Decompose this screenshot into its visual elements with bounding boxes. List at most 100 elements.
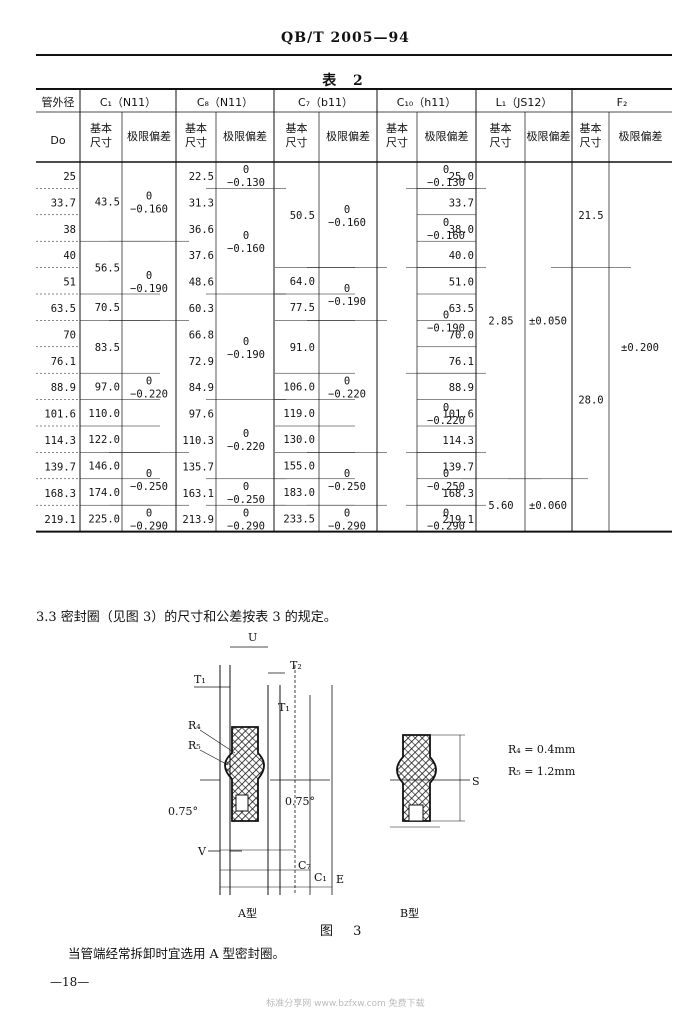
table-grid: 管外径 C₁（N11） C₈（N11） C₇（b11） C₁₀（h11） L₁（JS12）…: [36, 90, 672, 533]
type-b-label: B型: [400, 906, 419, 920]
c10-deviation: 0: [443, 164, 449, 176]
c10-deviation: 0: [443, 402, 449, 414]
c10-basic: 38.0: [449, 224, 474, 236]
c8-deviation: −0.160: [227, 243, 265, 255]
group-header: C₁（N11）: [100, 96, 156, 109]
do-value: 51: [63, 277, 76, 289]
sub-header: 尺寸: [490, 135, 512, 149]
c10-basic: 76.1: [449, 356, 474, 368]
l1-basic: 2.85: [488, 315, 513, 327]
dimension-label: C₁: [314, 871, 327, 884]
figure-caption: 图 3: [320, 924, 370, 939]
c10-basic: 139.7: [442, 461, 474, 473]
dimension-label: R₄: [188, 719, 201, 732]
c1-basic: 146.0: [88, 461, 120, 473]
l1-basic: 5.60: [488, 500, 513, 512]
c1-deviation: 0: [146, 507, 152, 519]
page-number: —18—: [50, 975, 90, 989]
do-value: 101.6: [44, 409, 76, 421]
do-value: 88.9: [51, 382, 76, 394]
dimension-label: E: [336, 873, 344, 886]
c8-basic: 66.8: [189, 329, 214, 341]
c10-deviation: 0: [443, 309, 449, 321]
c7-basic: 183.0: [283, 487, 315, 499]
c10-deviation: −0.130: [427, 177, 465, 189]
dimension-label: T₂: [290, 659, 302, 672]
group-header: F₂: [617, 96, 628, 109]
c1-deviation: 0: [146, 375, 152, 387]
c7-basic: 119.0: [283, 408, 315, 420]
sub-header: 极限偏差: [326, 129, 370, 143]
c8-basic: 31.3: [189, 197, 214, 209]
group-header: C₁₀（h11）: [397, 96, 456, 109]
c10-basic: 168.3: [442, 488, 474, 500]
c10-deviation: 0: [443, 468, 449, 480]
c1-basic: 174.0: [88, 487, 120, 499]
c1-deviation: 0: [146, 191, 152, 203]
group-header: L₁（JS12）: [496, 96, 553, 109]
c10-deviation: −0.290: [427, 520, 465, 532]
c1-basic: 43.5: [95, 197, 120, 209]
sub-header: 基本: [490, 121, 512, 135]
seal-type-a: [194, 646, 333, 895]
c1-deviation: −0.190: [130, 283, 168, 295]
do-value: 70: [63, 329, 76, 341]
c8-basic: 48.6: [189, 277, 214, 289]
dimensions-table: 管外径 C₁（N11） C₈（N11） C₇（b11） C₁₀（h11） L₁（JS12）…: [36, 90, 672, 590]
group-header: C₈（N11）: [197, 96, 253, 109]
sub-header: 尺寸: [386, 135, 408, 149]
c8-basic: 213.9: [182, 514, 214, 526]
group-header: C₇（b11）: [298, 96, 353, 109]
group-header: 管外径: [42, 95, 75, 109]
do-value: 38: [63, 224, 76, 236]
header-rule: [36, 54, 672, 56]
clause-3-3: 3.3 密封圈（见图 3）的尺寸和公差按表 3 的规定。: [36, 610, 337, 625]
c10-basic: 25.0: [449, 171, 474, 183]
c7-deviation: 0: [344, 204, 350, 216]
c10-deviation: 0: [443, 217, 449, 229]
sub-header: 极限偏差: [527, 129, 571, 143]
c7-basic: 130.0: [283, 434, 315, 446]
sub-header: 尺寸: [286, 135, 308, 149]
dimension-label: 0.75°: [285, 795, 315, 808]
dimension-label: V: [197, 845, 207, 858]
c8-basic: 72.9: [189, 356, 214, 368]
dimension-label: T₁: [278, 701, 290, 714]
sub-header: 极限偏差: [127, 129, 171, 143]
dimension-label: R₅: [188, 739, 201, 752]
c7-basic: 233.5: [283, 513, 315, 525]
c1-basic: 56.5: [95, 263, 120, 275]
l1-deviation: ±0.060: [529, 500, 567, 512]
sub-header: 基本: [386, 121, 408, 135]
c8-deviation: −0.250: [227, 494, 265, 506]
sub-header: 基本: [580, 121, 602, 135]
do-header: Do: [50, 134, 65, 147]
c1-basic: 225.0: [88, 513, 120, 525]
table-title: 表 2: [322, 73, 369, 89]
c8-basic: 135.7: [182, 461, 214, 473]
do-value: 63.5: [51, 303, 76, 315]
sub-header: 基本: [185, 121, 207, 135]
c1-basic: 110.0: [88, 408, 120, 420]
c7-deviation: −0.290: [328, 520, 366, 532]
c8-basic: 22.5: [189, 171, 214, 183]
c7-basic: 50.5: [290, 210, 315, 222]
sub-header: 极限偏差: [223, 129, 267, 143]
sub-header: 尺寸: [185, 135, 207, 149]
dimension-label: 0.75°: [168, 805, 198, 818]
c1-deviation: −0.290: [130, 520, 168, 532]
do-value: 40: [63, 250, 76, 262]
sub-header: 基本: [90, 121, 112, 135]
legend-r4: R₄ = 0.4mm: [508, 743, 576, 756]
table-top-rule: [36, 88, 672, 90]
c8-deviation: 0: [243, 336, 249, 348]
do-value: 219.1: [44, 514, 76, 526]
c10-basic: 219.1: [442, 514, 474, 526]
c10-basic: 101.6: [442, 409, 474, 421]
seal-type-b: [390, 734, 470, 828]
c10-basic: 70.0: [449, 329, 474, 341]
type-a-label: A型: [237, 906, 257, 920]
c8-basic: 60.3: [189, 303, 214, 315]
